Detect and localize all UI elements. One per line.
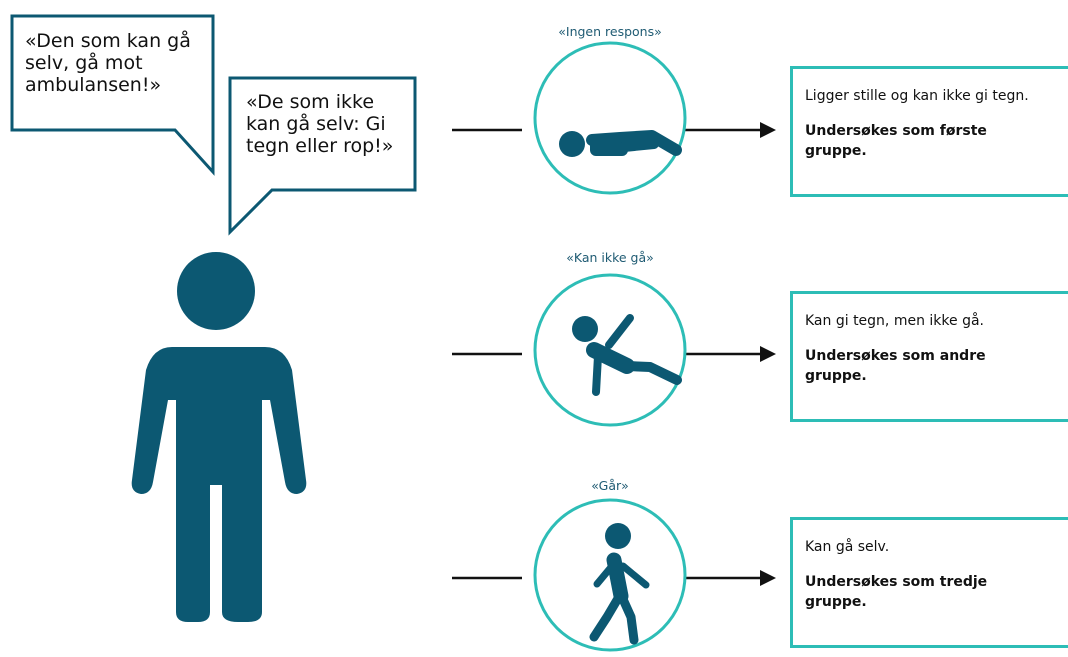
result-box-first: Ligger stille og kan ikke gi tegn. Under… [790, 66, 1068, 197]
result-description: Ligger stille og kan ikke gi tegn. [805, 88, 1029, 104]
result-action: Undersøkes som tredje gruppe. [805, 574, 988, 610]
result-description: Kan gå selv. [805, 539, 890, 555]
result-action: Undersøkes som andre gruppe. [805, 348, 986, 384]
row-connector-3 [452, 570, 776, 586]
result-action: Undersøkes som første gruppe. [805, 123, 987, 159]
standing-person-icon [131, 252, 307, 622]
category-label-cannot-walk: «Kan ikke gå» [566, 250, 654, 265]
result-box-third: Kan gå selv. Undersøkes som tredje grupp… [790, 517, 1068, 648]
lying-person-icon [559, 130, 682, 157]
category-label-no-response: «Ingen respons» [558, 24, 662, 39]
speech-bubble-1 [10, 14, 215, 176]
sitting-person-icon [572, 314, 682, 396]
speech-text-signal: «De som ikke kan gå selv: Gi tegn eller … [246, 91, 394, 157]
result-box-second: Kan gi tegn, men ikke gå. Undersøkes som… [790, 291, 1068, 422]
walking-person-icon [589, 523, 650, 645]
row-connector-1 [452, 122, 776, 138]
speech-bubble-2 [228, 76, 417, 236]
speech-text-walk: «Den som kan gå selv, gå mot ambulansen!… [25, 30, 191, 96]
row-connector-2 [452, 346, 776, 362]
result-description: Kan gi tegn, men ikke gå. [805, 313, 984, 329]
category-circle-1 [533, 41, 687, 195]
category-label-walking: «Går» [591, 478, 629, 493]
